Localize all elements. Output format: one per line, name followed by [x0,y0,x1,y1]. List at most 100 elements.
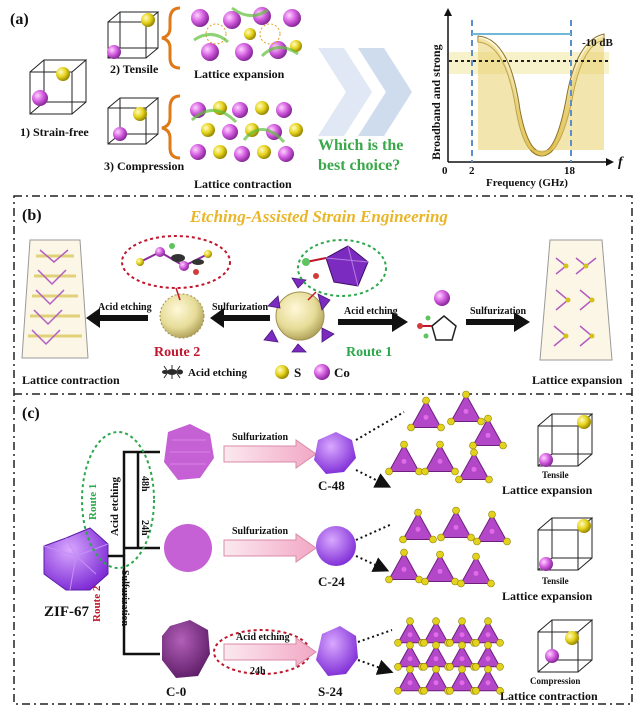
sulfur-atom [462,390,470,399]
legend-s-label: S [294,365,301,380]
lattice-expansion-label-a: Lattice expansion [194,67,285,81]
tetrahedron [460,555,492,584]
tetrahedron [472,417,504,446]
cobalt-atom [437,458,443,464]
strain-free-label: 1) Strain-free [20,125,89,139]
row1-tetrahedra [385,390,507,484]
sulfur-atom [470,448,478,457]
sulfur-atom [484,665,492,674]
row3-compression-cube-icon [537,619,594,673]
c24-particle [316,526,356,566]
sulfur-atom [400,548,408,557]
tetrahedron [476,513,508,542]
route2-label: Route 2 [154,345,200,360]
sulfur-atom [496,638,504,647]
plot-ylabel: Broadband and strong [429,44,443,160]
sulfur-atom [394,686,402,695]
sulfur-atom [484,641,492,650]
legend-co-label: Co [334,365,350,380]
row3-strain-label: Compression [530,676,580,686]
lattice-contraction-label-b: Lattice contraction [22,373,120,387]
sulfur-atom [458,665,466,674]
tetrahedron [402,511,434,540]
plot-tick-18: 18 [564,165,576,177]
row2-process-label: Sulfurization [232,526,289,537]
cobalt-atom [433,656,439,662]
sulfur-atom [432,617,440,626]
lattice-contraction-atoms [190,101,303,162]
tetrahedron [424,443,456,472]
tensile-label: 2) Tensile [110,62,159,76]
sulfur-atom [472,662,480,671]
tetrahedron [388,443,420,472]
row3-result-label: Lattice contraction [500,689,598,703]
sulfur-atom [484,617,492,626]
sulfurization-vertical-label: Sulfurization [119,570,130,627]
sulfur-atom [499,441,507,450]
sulfurization-right-arrow [514,312,530,332]
legend-ant-label: Acid etching [188,367,247,379]
sulfur-atom [385,467,393,476]
etched-24h-particle [164,524,212,572]
plot-xlabel: Frequency (GHz) [486,177,568,189]
row1-zoom-arrows [355,411,405,484]
row2-result-label: Lattice expansion [502,589,593,603]
route1-branch-line [122,450,160,556]
route1-vertical-label: Route 1 [87,484,99,520]
row2-sulfurization-arrow [223,533,317,563]
compression-cube-icon [107,97,160,145]
cobalt-atom [407,680,413,686]
threshold-label: -10 dB [582,37,614,49]
acid-etching-left-label: Acid etching [98,302,152,313]
cobalt-atom [401,566,407,572]
sulfur-atom [458,641,466,650]
sulfur-atom [406,665,414,674]
cobalt-atom [471,466,477,472]
row3-process-label: Acid etching [236,632,290,643]
sulfur-atom [432,641,440,650]
chevron-arrows-icon [318,48,412,136]
cobalt-atom [433,632,439,638]
lattice-contraction-label-a: Lattice contraction [194,177,292,191]
c0-particle [162,620,210,678]
c48-label: C-48 [318,478,345,493]
sulfur-atom [406,617,414,626]
sulfur-atom [487,579,495,588]
row3-zoom-arrows [357,629,392,670]
sulfur-atom [457,579,465,588]
panel-a: (a) 1) Strain-free 2) Tensile 3) Compres… [10,6,624,191]
cobalt-atom [485,632,491,638]
route1-zoom-ellipse [297,239,387,297]
strain-free-cube-icon [29,59,88,115]
acid-etching-left-arrow [86,308,100,328]
sulfur-atom [477,417,485,426]
cobalt-atom [407,656,413,662]
route2-vertical-label: Route 2 [91,585,103,622]
sulfur-atom [420,662,428,671]
route1-polyhedron [302,245,369,287]
cobalt-atom [459,632,465,638]
ant-icon [162,365,183,379]
acid-etching-vertical-label: Acid etching [109,477,121,536]
sulfur-atom [432,665,440,674]
cobalt-atom [401,458,407,464]
sulfur-atom [436,550,444,559]
row2-strain-label: Tensile [542,576,569,586]
sulfur-atom [484,414,492,423]
row1-process-label: Sulfurization [232,432,289,443]
c24-label: C-24 [318,574,345,589]
etched-particle [159,293,205,339]
cobalt-atom [489,528,495,534]
sulfurization-left-arrow [210,308,224,328]
route2-branch-line [108,554,160,656]
sulfur-atom [421,467,429,476]
tetrahedron [388,551,420,580]
question-line-2: best choice? [318,157,400,174]
route1-ellipse [81,431,155,569]
contraction-lattice-block [21,239,89,359]
panel-bc-frame [13,195,633,705]
plot-x-variable: f [618,155,624,170]
sulfur-atom [420,638,428,647]
cobalt-atom [437,568,443,574]
sulfur-atom [469,441,477,450]
